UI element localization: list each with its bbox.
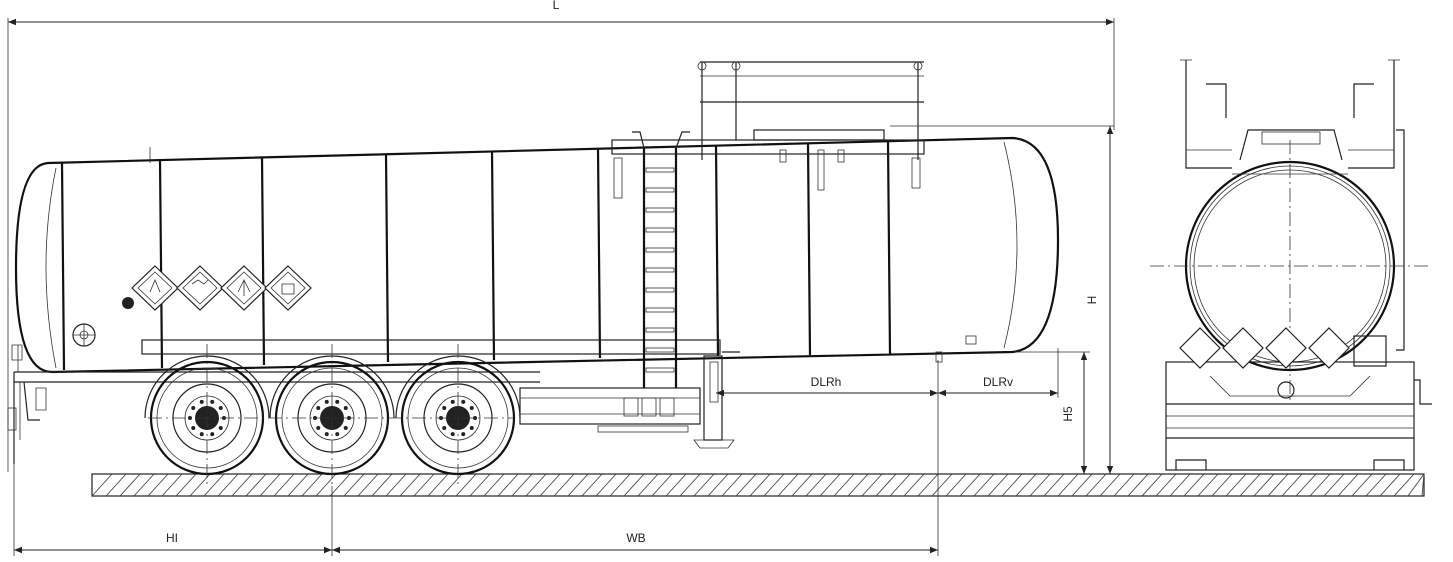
hazard-diamond-icon — [131, 265, 179, 311]
top-walkway — [611, 61, 977, 363]
corrosive-diamond-icon — [176, 265, 224, 311]
access-ladder — [632, 131, 690, 388]
hazard-placards — [131, 265, 312, 311]
valve-knob-icon — [122, 297, 134, 309]
side-view — [7, 61, 1060, 486]
rear-handrail — [1180, 59, 1400, 169]
axle-wheels — [144, 355, 521, 476]
dim-label-dlrh: DLRh — [811, 375, 842, 389]
tank-body — [14, 136, 1060, 374]
valve-handwheel-icon — [72, 323, 96, 347]
dim-label-h5: H5 — [1061, 406, 1075, 422]
dimension-lines — [7, 18, 1115, 556]
environment-diamond-icon — [220, 265, 268, 311]
dim-label-hi: HI — [166, 531, 178, 545]
dim-label-wb: WB — [626, 531, 645, 545]
dim-label-l: L — [553, 0, 560, 12]
ground-hatching — [91, 473, 1425, 497]
dim-label-dlrv: DLRv — [983, 375, 1013, 389]
toxic-diamond-icon — [264, 265, 312, 311]
rear-view — [1150, 59, 1432, 471]
rear-hazard-placards — [1179, 327, 1350, 369]
dim-label-h: H — [1085, 296, 1099, 305]
